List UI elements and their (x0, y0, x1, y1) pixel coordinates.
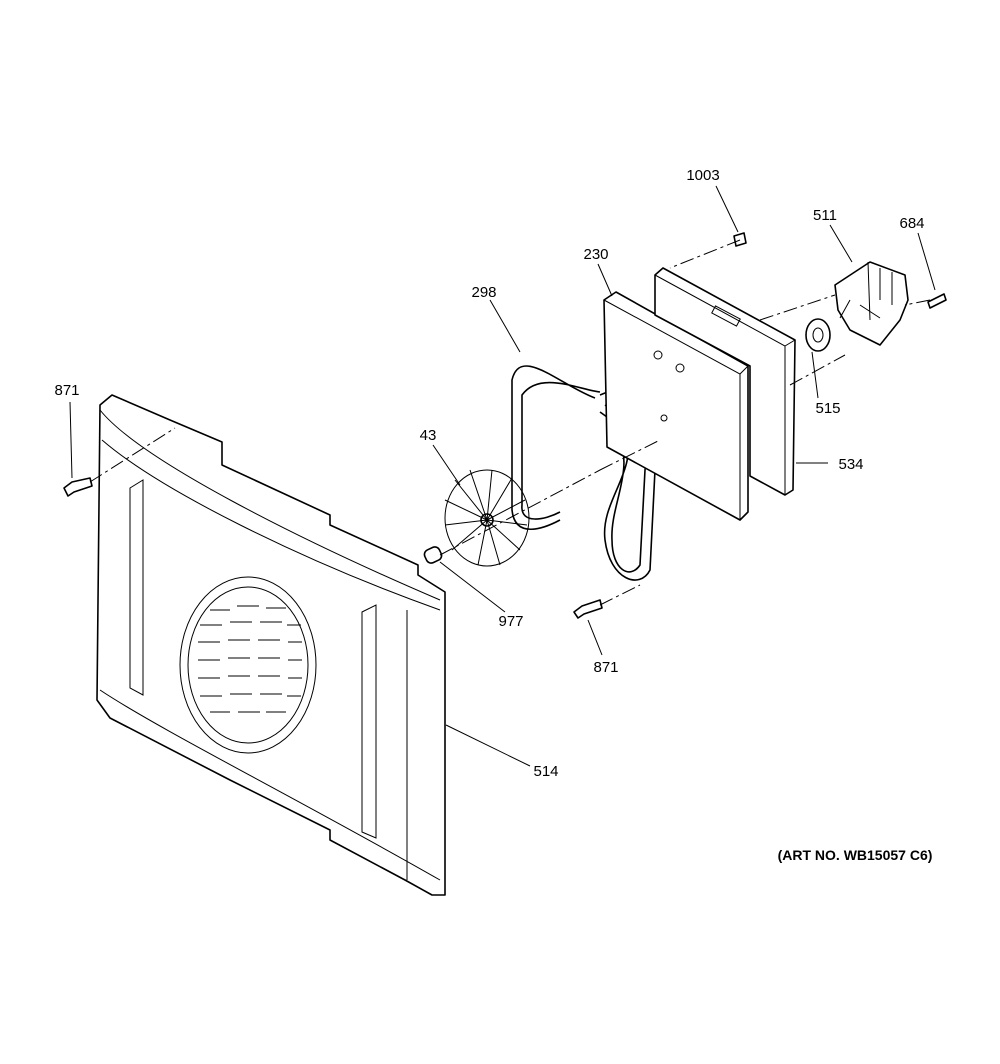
screw-871-right (573, 599, 603, 619)
back-panel-514 (96, 394, 446, 896)
callout-1003: 1003 (686, 167, 719, 184)
art-number: (ART NO. WB15057 C6) (778, 847, 933, 863)
fan-grille (198, 605, 302, 713)
insulation-230 (603, 291, 749, 521)
callout-298: 298 (471, 284, 496, 301)
leader-lines (69, 185, 936, 767)
screw-1003 (733, 232, 747, 247)
callout-514: 514 (533, 763, 558, 780)
callout-43: 43 (420, 427, 437, 444)
back-plate-534 (654, 267, 796, 496)
assembly-lines (89, 239, 931, 606)
fan-blade-43 (444, 469, 530, 567)
callout-534: 534 (838, 456, 863, 473)
washer-515 (805, 318, 831, 352)
callout-871-left: 871 (54, 382, 79, 399)
callout-515: 515 (815, 400, 840, 417)
callout-230: 230 (583, 246, 608, 263)
callout-977: 977 (498, 613, 523, 630)
screw-871-left (63, 477, 93, 497)
screw-684 (927, 293, 947, 309)
motor-511 (834, 261, 909, 346)
callout-511: 511 (813, 207, 837, 224)
callout-871-right: 871 (593, 659, 618, 676)
callout-684: 684 (899, 215, 924, 232)
nut-977 (423, 546, 443, 564)
